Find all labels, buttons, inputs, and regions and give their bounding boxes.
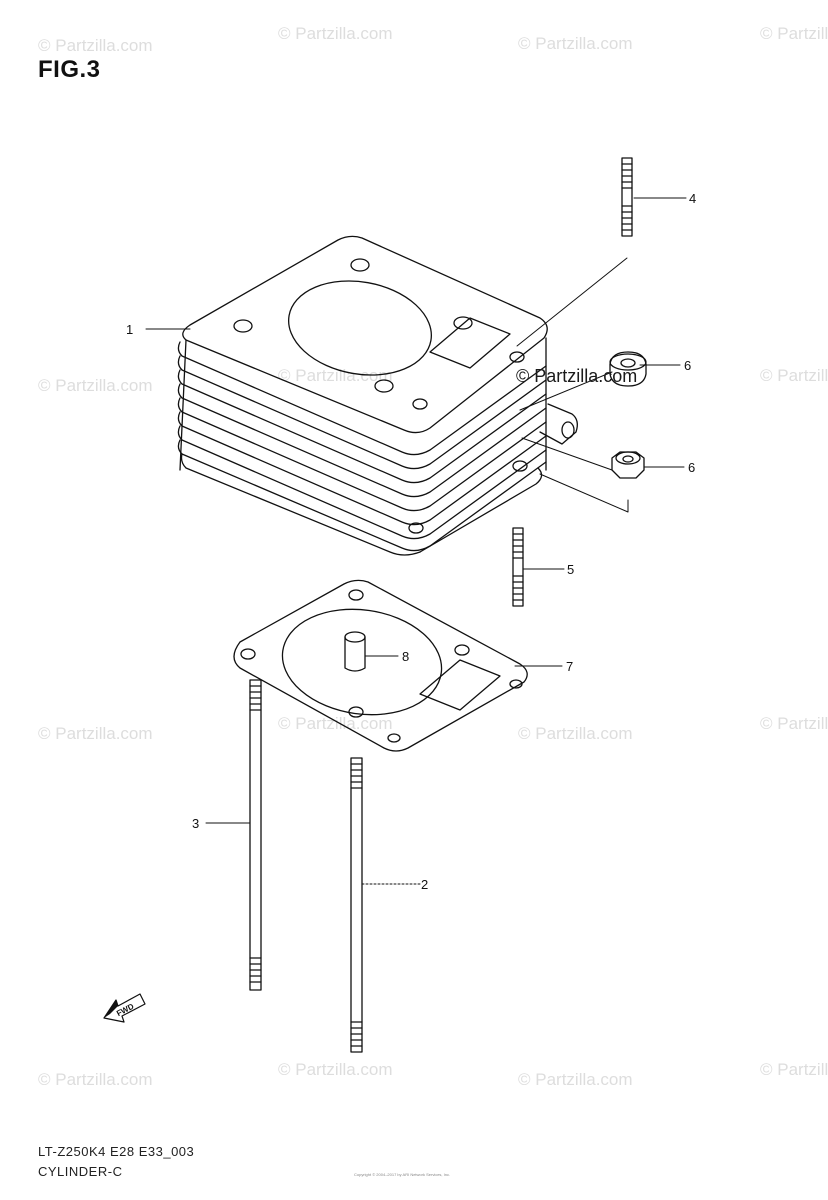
watermark: © Partzilla.com xyxy=(38,376,153,395)
callout-8[interactable]: 8 xyxy=(402,649,409,664)
stud-bolt-middle[interactable] xyxy=(512,527,524,607)
dowel-pin[interactable] xyxy=(344,631,366,672)
model-code: LT-Z250K4 E28 E33_003 xyxy=(38,1144,195,1159)
copyright-notice: Copyright © 2004–2017 by ARI Network Ser… xyxy=(354,1172,451,1177)
callout-4[interactable]: 4 xyxy=(689,191,696,206)
section-name: CYLINDER-C xyxy=(38,1164,123,1179)
watermark: © Partzilla.com xyxy=(518,1070,633,1089)
stud-bolt-long-right[interactable] xyxy=(350,757,363,1053)
watermark: © Partzilla.com xyxy=(760,714,828,733)
callout-2[interactable]: 2 xyxy=(421,877,428,892)
watermark: © Partzilla.com xyxy=(760,366,828,385)
nut-lower[interactable] xyxy=(611,451,645,479)
stud-bolt-long-left[interactable] xyxy=(249,679,262,991)
watermark: © Partzilla.com xyxy=(278,714,393,733)
forward-arrow-icon: FWD xyxy=(103,993,146,1023)
watermark: © Partzilla.com xyxy=(760,1060,828,1079)
figure-title: FIG.3 xyxy=(38,56,101,83)
watermark: © Partzilla.com xyxy=(760,24,828,43)
watermark: © Partzilla.com xyxy=(518,724,633,743)
callout-7[interactable]: 7 xyxy=(566,659,573,674)
watermark: © Partzilla.com xyxy=(518,34,633,53)
watermark: © Partzilla.com xyxy=(278,24,393,43)
watermark: © Partzilla.com xyxy=(38,1070,153,1089)
cylinder-base-gasket[interactable] xyxy=(233,579,528,752)
callout-1[interactable]: 1 xyxy=(126,322,133,337)
stud-bolt-upper[interactable] xyxy=(621,157,633,237)
cylinder-block[interactable] xyxy=(177,235,578,556)
callout-3[interactable]: 3 xyxy=(192,816,199,831)
nut-upper[interactable] xyxy=(609,351,647,387)
watermark: © Partzilla.com xyxy=(38,36,153,55)
watermark: © Partzilla.com xyxy=(38,724,153,743)
callout-5[interactable]: 5 xyxy=(567,562,574,577)
watermark: © Partzilla.com xyxy=(278,1060,393,1079)
watermark: © Partzilla.com xyxy=(278,366,393,385)
callout-6-lower[interactable]: 6 xyxy=(688,460,695,475)
callout-6-upper[interactable]: 6 xyxy=(684,358,691,373)
watermark-emphasis: © Partzilla.com xyxy=(516,366,638,386)
